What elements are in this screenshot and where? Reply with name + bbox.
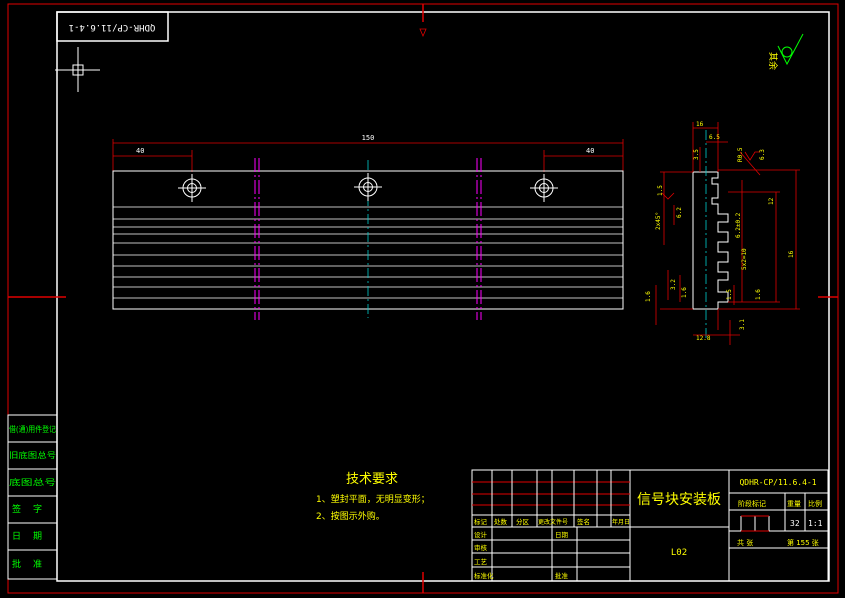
- left-cell-4: 日期: [12, 531, 54, 542]
- title-block: [471, 469, 829, 582]
- dim-3-2: 3.2: [670, 279, 677, 290]
- right-offset-dim: 40: [586, 147, 594, 155]
- drawing-code-box: QDHR-CP/11.6.4-1: [56, 11, 169, 42]
- dim-6-2: 6.2: [676, 207, 683, 218]
- dim-16-side: 16: [788, 250, 795, 258]
- cad-crosshair-cursor: [55, 47, 100, 92]
- rev-header-docno: 更改文件号: [538, 518, 568, 526]
- mounting-hole-right: [530, 174, 558, 202]
- rev-header-date: 年月日: [612, 518, 630, 526]
- dim-12: 12: [768, 197, 775, 205]
- front-view: 150 40 40: [112, 134, 624, 320]
- date-label: 日期: [555, 531, 569, 539]
- rev-header-sign: 签名: [577, 517, 590, 526]
- dim-3-5: 3.5: [693, 149, 700, 160]
- left-cell-1: 旧底图总号: [9, 450, 56, 460]
- part-name: 信号块安装板: [637, 492, 721, 508]
- dim-1-5-b: 1.5: [726, 289, 733, 300]
- dim-6-5: 6.5: [709, 134, 720, 141]
- centering-marks: [8, 4, 838, 593]
- dim-r0-5: R0.5: [737, 147, 744, 162]
- roughness-note: 其余: [767, 33, 804, 70]
- dim-6-2-tol: 6.2±0.2: [735, 212, 742, 238]
- surface-note-text: 其余: [767, 52, 779, 70]
- drawing-code: QDHR-CP/11.6.4-1: [739, 478, 816, 487]
- drawing-code-rotated: QDHR-CP/11.6.4-1: [69, 22, 156, 32]
- rev-header-count: 处数: [494, 517, 508, 526]
- overall-length-dim: 150: [362, 134, 375, 142]
- stage-label: 阶段标记: [738, 499, 766, 508]
- dim-1-6-b: 1.6: [681, 287, 688, 298]
- role-process: 工艺: [474, 558, 488, 566]
- dim-5x2: 5x2=10: [741, 248, 748, 270]
- scale-label: 比例: [808, 499, 822, 508]
- sheet-total: 共 张: [737, 538, 753, 547]
- rev-header-mark: 标记: [474, 517, 488, 526]
- side-view: 16 6.5 3.5 R0.5 6.3 1.5 2x45° 6.2 6.2±0.…: [645, 121, 800, 345]
- role-design: 设计: [474, 530, 488, 539]
- tech-req-item-2: 2、按图示外购。: [316, 510, 385, 522]
- rev-header-zone: 分区: [516, 517, 530, 526]
- dim-chamfer: 2x45°: [655, 212, 662, 230]
- left-cell-3: 签字: [12, 503, 54, 515]
- orientation-mark: [419, 28, 427, 38]
- left-offset-dim: 40: [136, 147, 144, 155]
- left-cell-2: 底图总号: [9, 477, 56, 487]
- scale-value: 1:1: [808, 519, 823, 528]
- roughness-symbol-icon: [781, 46, 793, 58]
- left-cell-5: 批准: [12, 558, 54, 570]
- left-column-table: [7, 414, 58, 580]
- left-cell-0: 借(通)用件登记: [9, 424, 56, 434]
- material-code: L02: [671, 548, 687, 558]
- dim-16-top: 16: [696, 121, 704, 128]
- weight-label: 重量: [787, 500, 801, 508]
- dim-1-6-c: 1.6: [755, 289, 762, 300]
- dim-6-3: 6.3: [759, 149, 766, 160]
- side-dimension-lines: [655, 122, 800, 345]
- mounting-hole-left: [178, 174, 206, 202]
- tech-req-title: 技术要求: [346, 472, 398, 487]
- role-approve: 批准: [555, 571, 569, 580]
- weight-value: 32: [790, 519, 800, 528]
- sheet-number: 第 155 张: [787, 538, 819, 547]
- role-review: 审核: [474, 543, 488, 552]
- dim-12-8: 12.8: [696, 335, 711, 342]
- tech-req-item-1: 1、塑封平面，无明显变形；: [316, 493, 430, 505]
- mounting-hole-center: [354, 173, 382, 201]
- tech-requirements: 技术要求 1、塑封平面，无明显变形； 2、按图示外购。: [316, 472, 430, 522]
- dim-3-1: 3.1: [739, 319, 746, 330]
- break-lines: [254, 158, 482, 320]
- dim-1-5-left: 1.5: [657, 185, 664, 196]
- side-profile: [692, 171, 729, 310]
- dim-1-6-a: 1.6: [645, 291, 652, 302]
- role-standard: 标准化: [474, 571, 494, 580]
